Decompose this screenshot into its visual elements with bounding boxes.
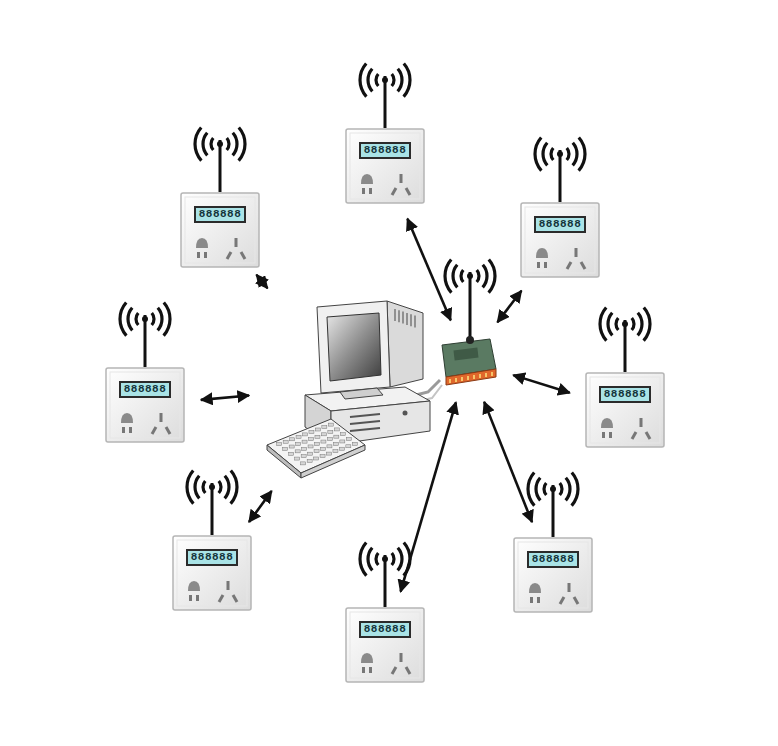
lcd-reading: 888888 [359, 142, 412, 159]
lcd-reading: 888888 [359, 621, 412, 638]
smart-socket: 888888 [585, 372, 665, 448]
radio-module [438, 335, 498, 387]
lcd-reading: 888888 [534, 216, 587, 233]
socket-art [345, 128, 425, 204]
socket-art [180, 192, 260, 268]
antenna-symbol [528, 473, 578, 538]
socket-art [345, 607, 425, 683]
lcd-reading: 888888 [527, 551, 580, 568]
socket-art [172, 535, 252, 611]
socket-art [105, 367, 185, 443]
wireless-link-arrow [249, 491, 272, 522]
smart-socket: 888888 [172, 535, 252, 611]
antenna-symbol [120, 303, 170, 368]
wireless-link-arrow [407, 219, 450, 321]
antenna-symbol [600, 308, 650, 373]
smart-socket: 888888 [105, 367, 185, 443]
lcd-reading: 888888 [599, 386, 652, 403]
antenna-symbol [187, 471, 237, 536]
socket-art [520, 202, 600, 278]
smart-socket: 888888 [513, 537, 593, 613]
antenna-symbol [195, 128, 245, 193]
smart-socket: 888888 [345, 128, 425, 204]
wireless-link-arrow [201, 395, 249, 399]
socket-art [513, 537, 593, 613]
socket-art [585, 372, 665, 448]
wireless-link-arrow [256, 275, 267, 289]
antenna-symbol [535, 138, 585, 203]
computer-art [265, 295, 430, 478]
gateway-art [438, 335, 498, 387]
wireless-link-arrow [513, 375, 569, 393]
lcd-reading: 888888 [119, 381, 172, 398]
smart-socket: 888888 [520, 202, 600, 278]
antenna-symbol [360, 64, 410, 129]
lcd-reading: 888888 [186, 549, 239, 566]
antenna-symbol [360, 543, 410, 608]
wireless-link-arrow [497, 291, 521, 323]
smart-socket: 888888 [345, 607, 425, 683]
lcd-reading: 888888 [194, 206, 247, 223]
antenna-symbol [445, 260, 495, 338]
host-computer [265, 295, 430, 478]
smart-socket: 888888 [180, 192, 260, 268]
wireless-link-arrow [484, 402, 532, 522]
